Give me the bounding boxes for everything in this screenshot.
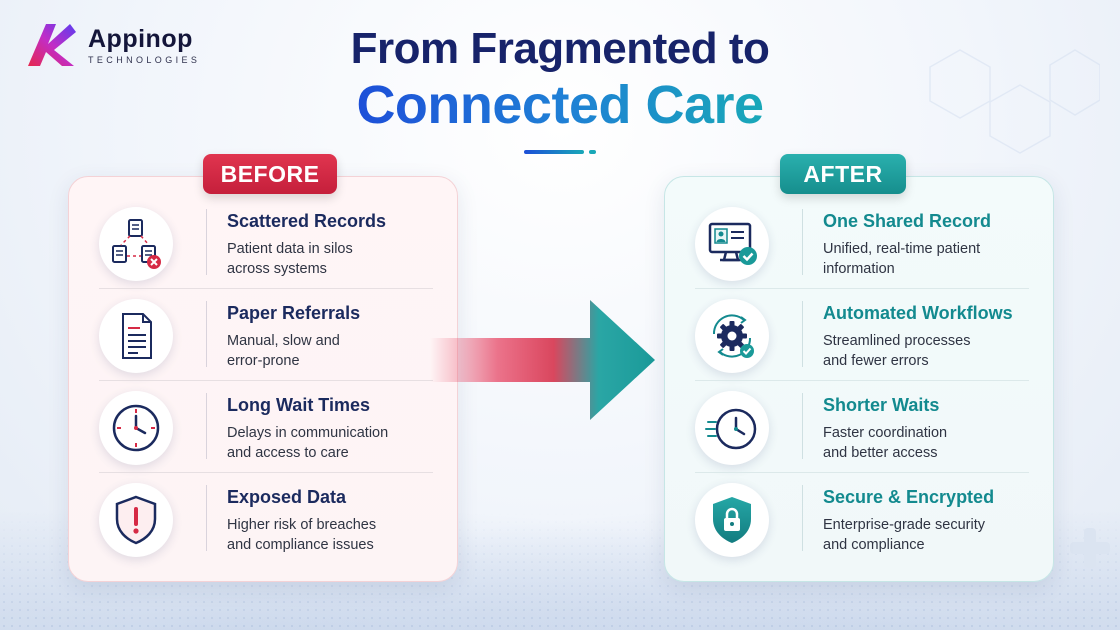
- item-title: Automated Workflows: [823, 303, 1013, 323]
- logo-subtitle: TECHNOLOGIES: [88, 54, 201, 65]
- row-divider: [695, 380, 1029, 381]
- title-line-1: From Fragmented to: [350, 24, 770, 73]
- after-icon-circle: [695, 299, 769, 373]
- title-line-2-text: Connected Care: [356, 75, 764, 135]
- item-divider: [206, 209, 207, 275]
- before-icon-circle: [99, 207, 173, 281]
- item-title: Paper Referrals: [227, 303, 361, 323]
- before-icon-circle: [99, 299, 173, 373]
- item-title: One Shared Record: [823, 211, 992, 231]
- logo-name: Appinop: [88, 24, 193, 53]
- company-logo: Appinop TECHNOLOGIES: [24, 20, 230, 70]
- row-divider: [695, 288, 1029, 289]
- item-title: Exposed Data: [227, 487, 347, 507]
- item-divider: [802, 393, 803, 459]
- shield-lock-icon: [713, 497, 751, 543]
- transition-arrow-icon: [430, 300, 655, 420]
- item-title: Secure & Encrypted: [823, 487, 995, 507]
- after-icon-circle: [695, 483, 769, 557]
- item-divider: [206, 485, 207, 551]
- paper-document-icon: [122, 313, 152, 359]
- item-divider: [802, 485, 803, 551]
- row-divider: [99, 472, 433, 473]
- after-icon-circle: [695, 391, 769, 465]
- row-divider: [99, 380, 433, 381]
- row-divider: [99, 288, 433, 289]
- row-divider: [695, 472, 1029, 473]
- scattered-documents-icon: [112, 219, 161, 269]
- title-underline: [524, 150, 584, 154]
- hexagon-pattern-icon: [929, 49, 1100, 154]
- gear-cycle-icon: [712, 314, 754, 358]
- item-title: Shorter Waits: [823, 395, 940, 415]
- item-divider: [206, 393, 207, 459]
- item-divider: [802, 209, 803, 275]
- after-icon-circle: [695, 207, 769, 281]
- appinop-logo-icon: [28, 24, 76, 66]
- item-title: Scattered Records: [227, 211, 387, 231]
- after-item-automated-workflows: Automated Workflows Streamlined processe…: [689, 291, 1029, 381]
- after-panel: One Shared Record Unified, real-time pat…: [664, 176, 1054, 582]
- after-item-one-shared-record: One Shared Record Unified, real-time pat…: [689, 199, 1029, 289]
- before-icon-circle: [99, 391, 173, 465]
- shield-warning-icon: [115, 495, 157, 545]
- after-item-secure-encrypted: Secure & Encrypted Enterprise-grade secu…: [689, 475, 1029, 565]
- after-badge: AFTER: [780, 154, 906, 194]
- title-line-2: Connected Care: [0, 74, 1120, 136]
- monitor-profile-icon: [708, 222, 757, 265]
- fast-clock-icon: [705, 408, 757, 450]
- item-divider: [802, 301, 803, 367]
- medical-cross-icon: [1070, 528, 1110, 568]
- before-badge: BEFORE: [203, 154, 337, 194]
- before-icon-circle: [99, 483, 173, 557]
- clock-icon: [112, 404, 160, 452]
- item-divider: [206, 301, 207, 367]
- item-title: Long Wait Times: [227, 395, 371, 415]
- title-underline-dot: [589, 150, 596, 154]
